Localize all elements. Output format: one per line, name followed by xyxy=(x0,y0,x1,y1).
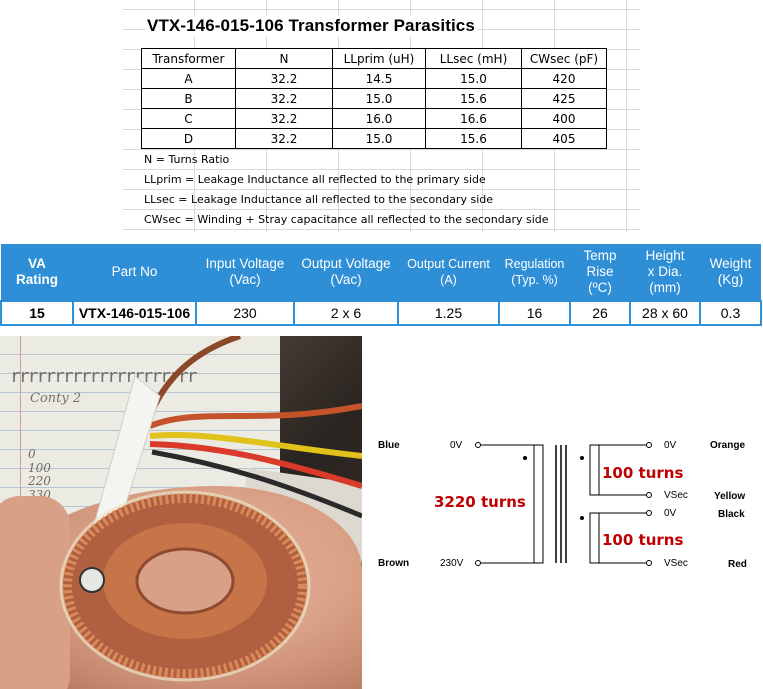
table-cell: A xyxy=(141,68,236,89)
table-row: 15 VTX-146-015-106 230 2 x 6 1.25 16 26 … xyxy=(0,300,762,326)
spec-header-regulation: Regulation(Typ. %) xyxy=(499,244,570,301)
table-cell: 15.0 xyxy=(332,128,426,149)
spec-height-dia: 28 x 60 xyxy=(629,300,701,326)
col-header-transformer: Transformer xyxy=(141,48,236,69)
table-cell: 32.2 xyxy=(235,68,333,89)
col-header-n: N xyxy=(235,48,333,69)
table-cell: 15.6 xyxy=(425,128,522,149)
spec-input-voltage: 230 xyxy=(195,300,295,326)
wire-label-brown: Brown xyxy=(378,558,410,569)
transformer-schematic: Blue Brown 0V 230V 3220 turns 0V VSec 10… xyxy=(370,418,763,593)
table-row: B 32.2 15.0 15.6 425 xyxy=(141,88,607,109)
note-llsec: LLsec = Leakage Inductance all reflected… xyxy=(144,193,494,206)
spec-output-voltage: 2 x 6 xyxy=(293,300,399,326)
notebook-spiral: rrrrrrrrrrrrrrrrrrrrr xyxy=(10,366,198,387)
toroid-graphic xyxy=(59,336,362,682)
col-header-llprim: LLprim (uH) xyxy=(332,48,426,69)
sec2-turns: 100 turns xyxy=(602,531,684,549)
sec2-top-voltage: 0V xyxy=(664,508,677,519)
note-turns-ratio: N = Turns Ratio xyxy=(144,153,230,166)
spec-header-input-voltage: Input Voltage(Vac) xyxy=(196,244,294,301)
table-row: D 32.2 15.0 15.6 405 xyxy=(141,128,607,149)
table-cell: 15.6 xyxy=(425,88,522,109)
handwriting-value: 0 xyxy=(28,447,36,461)
table-cell: 32.2 xyxy=(235,88,333,109)
table-cell: 14.5 xyxy=(332,68,426,89)
col-header-llsec: LLsec (mH) xyxy=(425,48,522,69)
parasitics-table: Transformer N LLprim (uH) LLsec (mH) CWs… xyxy=(141,48,607,149)
wire-label-yellow: Yellow xyxy=(714,491,746,502)
primary-top-voltage: 0V xyxy=(450,440,463,451)
table-cell: 15.0 xyxy=(425,68,522,89)
spec-regulation: 16 xyxy=(498,300,571,326)
parasitics-title: VTX-146-015-106 Transformer Parasitics xyxy=(145,16,477,36)
sec1-bottom-voltage: VSec xyxy=(664,490,688,501)
handwriting-value: 100 xyxy=(28,460,51,475)
note-cwsec: CWsec = Winding + Stray capacitance all … xyxy=(144,213,549,226)
spec-header-part-no: Part No xyxy=(73,244,196,301)
col-header-cwsec: CWsec (pF) xyxy=(521,48,607,69)
wire-label-orange: Orange xyxy=(710,440,746,451)
primary-bottom-voltage: 230V xyxy=(440,558,464,569)
table-cell: B xyxy=(141,88,236,109)
note-llprim: LLprim = Leakage Inductance all reflecte… xyxy=(144,173,486,186)
handwriting-note: Conty 2 xyxy=(30,391,82,406)
table-cell: D xyxy=(141,128,236,149)
parasitics-sheet: VTX-146-015-106 Transformer Parasitics T… xyxy=(123,0,640,232)
primary-turns: 3220 turns xyxy=(434,493,526,511)
sec1-turns: 100 turns xyxy=(602,464,684,482)
table-cell: 16.6 xyxy=(425,108,522,129)
parasitics-notes: N = Turns Ratio LLprim = Leakage Inducta… xyxy=(144,150,549,230)
wire-label-red: Red xyxy=(728,559,747,570)
spec-header-weight: Weight(Kg) xyxy=(700,244,761,301)
sec2-bottom-voltage: VSec xyxy=(664,558,688,569)
table-cell: 400 xyxy=(521,108,607,129)
handwriting-value: 220 xyxy=(28,474,51,488)
spec-temp-rise: 26 xyxy=(569,300,631,326)
spec-header-output-current: Output Current(A) xyxy=(398,244,499,301)
parasitics-header-row: Transformer N LLprim (uH) LLsec (mH) CWs… xyxy=(141,48,607,69)
spec-va-rating: 15 xyxy=(0,300,74,326)
table-cell: 425 xyxy=(521,88,607,109)
table-cell: 420 xyxy=(521,68,607,89)
table-cell: 32.2 xyxy=(235,128,333,149)
table-row: A 32.2 14.5 15.0 420 xyxy=(141,68,607,89)
thumb xyxy=(0,496,70,689)
table-row: C 32.2 16.0 16.6 400 xyxy=(141,108,607,129)
spec-part-no: VTX-146-015-106 xyxy=(72,300,197,326)
spec-weight: 0.3 xyxy=(699,300,762,326)
transformer-photo: rrrrrrrrrrrrrrrrrrrrr Conty 2 0 100 220 … xyxy=(0,336,362,689)
wire-label-blue: Blue xyxy=(378,440,400,451)
table-cell: 16.0 xyxy=(332,108,426,129)
table-cell: 32.2 xyxy=(235,108,333,129)
wire-label-black: Black xyxy=(718,509,745,520)
schematic-lines xyxy=(475,442,652,566)
table-cell: C xyxy=(141,108,236,129)
spec-output-current: 1.25 xyxy=(397,300,500,326)
table-cell: 405 xyxy=(521,128,607,149)
spec-header-output-voltage: Output Voltage(Vac) xyxy=(294,244,398,301)
table-cell: 15.0 xyxy=(332,88,426,109)
sec1-top-voltage: 0V xyxy=(664,440,677,451)
